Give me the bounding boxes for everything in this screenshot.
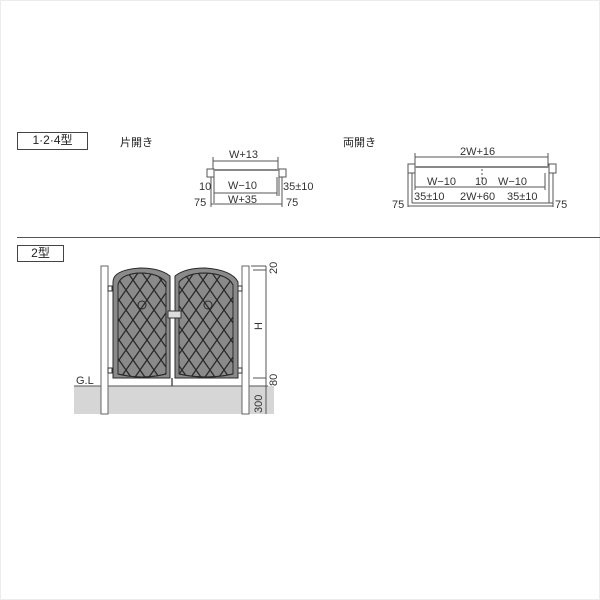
left-gate-leaf xyxy=(112,267,171,379)
left-post xyxy=(100,265,109,415)
ground-level-label: G.L xyxy=(76,375,94,387)
double-swing-caption: 両開き xyxy=(343,137,376,149)
single-right-gap-dim: 35±10 xyxy=(283,181,314,193)
right-gate-leaf xyxy=(174,267,239,379)
double-gap-left-dim: 35±10 xyxy=(414,191,445,203)
dim-embed-depth: 300 xyxy=(253,395,265,413)
single-post-right-dim: 75 xyxy=(286,197,298,209)
single-overall-dim: W+13 xyxy=(229,149,258,161)
section-divider xyxy=(17,237,600,238)
double-post-left-dim: 75 xyxy=(392,199,404,211)
type-124-label: 1·2·4型 xyxy=(17,132,88,150)
type-2-label: 2型 xyxy=(17,245,64,262)
double-gap-right-dim: 35±10 xyxy=(507,191,538,203)
double-overall-dim: 2W+16 xyxy=(460,146,495,158)
single-span-dim: W+35 xyxy=(228,194,257,206)
right-post xyxy=(241,265,250,415)
dim-bottom-clearance: 80 xyxy=(268,374,280,386)
single-opening-dim: W−10 xyxy=(228,180,257,192)
double-span-dim: 2W+60 xyxy=(460,191,495,203)
single-left-gap-dim: 10 xyxy=(199,181,211,193)
single-post-left-dim: 75 xyxy=(194,197,206,209)
double-center-gap-dim: 10 xyxy=(475,176,487,188)
double-leaf-left-dim: W−10 xyxy=(427,176,456,188)
double-post-right-dim: 75 xyxy=(555,199,567,211)
dim-top-clearance: 20 xyxy=(268,262,280,274)
double-leaf-right-dim: W−10 xyxy=(498,176,527,188)
dim-gate-height: H xyxy=(253,322,265,330)
center-latch xyxy=(167,310,182,319)
single-swing-caption: 片開き xyxy=(120,137,153,149)
